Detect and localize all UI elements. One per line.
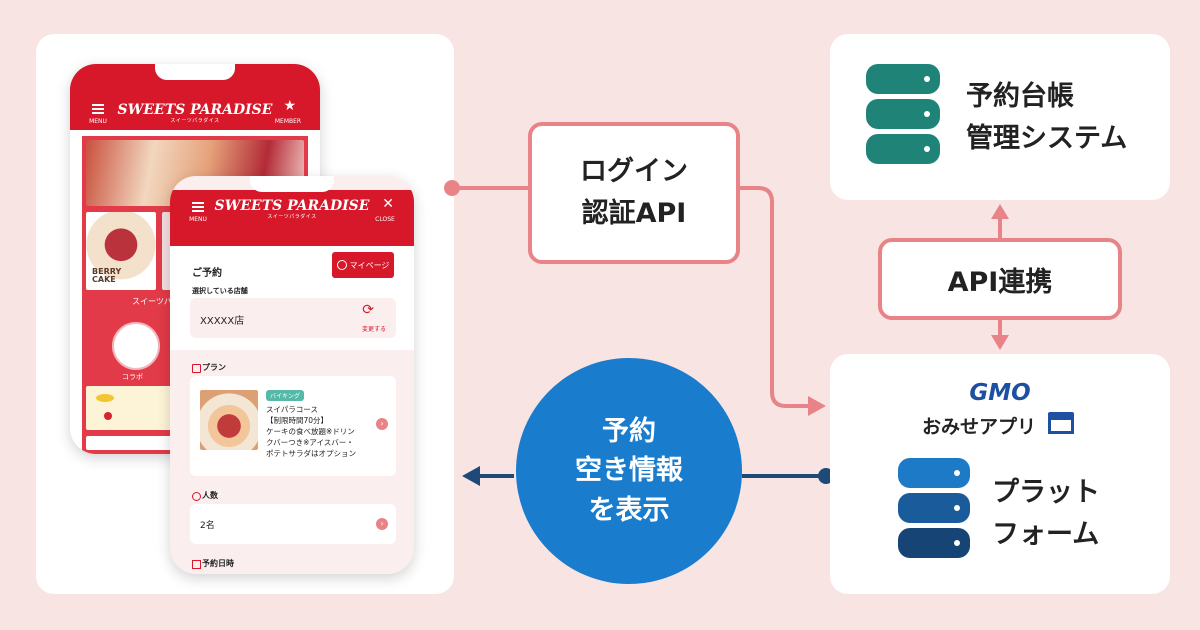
availability-line-1: 予約	[602, 416, 656, 448]
reservation-system-line-2: 管理システム	[966, 122, 1128, 154]
user-icon	[336, 260, 347, 270]
login-api-line-2: 認証API	[581, 198, 687, 229]
api-link-down-arrowhead	[991, 335, 1009, 350]
login-arrowhead	[808, 396, 826, 416]
front-app-header: MENU SWEETS PARADISE スイーツパラダイス ✕ CLOSE	[170, 190, 414, 246]
reservation-system-line-1: 予約台帳	[966, 81, 1074, 112]
back-member-label: MEMBER	[274, 118, 302, 125]
availability-circle: 予約 空き情報 を表示	[516, 358, 742, 584]
chevron-right-icon[interactable]: ›	[376, 518, 388, 530]
collab-icon[interactable]	[112, 322, 160, 370]
reservation-system-panel: 予約台帳 管理システム	[830, 34, 1170, 200]
menu-icon[interactable]	[92, 104, 104, 114]
photo-text-cake: CAKE	[92, 275, 116, 284]
shop-icon	[1048, 412, 1074, 434]
back-brand-logo: SWEETS PARADISE スイーツパラダイス	[117, 102, 273, 124]
platform-label: プラット フォーム	[992, 472, 1100, 556]
plan-line: ポテトサラダはオプション	[266, 449, 356, 458]
mypage-button[interactable]: マイページ	[332, 252, 394, 278]
plan-card[interactable]: バイキング スイパラコース 【制限時間70分】 ケーキの食べ放題※ドリン クバー…	[190, 376, 396, 476]
store-section-label: 選択している店舗	[192, 287, 248, 295]
plan-line: スイパラコース	[266, 405, 318, 414]
phone-notch	[250, 176, 334, 192]
back-menu-label: MENU	[89, 118, 107, 125]
login-api-line-1: ログイン	[580, 156, 688, 188]
reservation-form: ご予約 マイページ 選択している店舗 XXXXX店 ⟳ 変更する プラン バイキ…	[170, 246, 414, 574]
berry-cake-photo: BERRY CAKE	[86, 212, 156, 290]
platform-line-2: フォーム	[992, 518, 1100, 550]
front-close-label: CLOSE	[375, 216, 395, 223]
chevron-right-icon[interactable]: ›	[376, 418, 388, 430]
back-section-label: スイーツパ	[132, 297, 172, 306]
plan-icon	[192, 364, 201, 373]
plan-line: 【制限時間70分】	[266, 416, 329, 425]
change-store-link[interactable]: 変更する	[361, 326, 386, 333]
photo-text-berry: BERRY	[92, 267, 122, 276]
menu-icon[interactable]	[192, 202, 204, 212]
availability-arrowhead	[462, 466, 480, 486]
plan-description: スイパラコース 【制限時間70分】 ケーキの食べ放題※ドリン クバーつき※アイス…	[266, 404, 356, 459]
login-auth-api-box: ログイン 認証API	[528, 122, 740, 264]
refresh-icon[interactable]: ⟳	[362, 302, 374, 318]
store-name: XXXXX店	[200, 316, 245, 327]
people-card[interactable]: 2名 ›	[190, 504, 396, 544]
star-icon[interactable]: ★	[283, 98, 296, 114]
store-card[interactable]: XXXXX店 ⟳ 変更する	[190, 298, 396, 338]
banner-photo	[86, 386, 176, 430]
collab-label: コラボ	[122, 373, 143, 381]
people-icon	[192, 492, 201, 501]
front-brand-logo: SWEETS PARADISE スイーツパラダイス	[214, 198, 370, 220]
gmo-app-name: おみせアプリ	[922, 416, 1037, 438]
plan-photo	[200, 390, 258, 450]
availability-line-3: を表示	[588, 494, 670, 526]
plan-line: ケーキの食べ放題※ドリン	[266, 427, 355, 436]
database-icon	[866, 64, 940, 164]
small-banner	[86, 436, 176, 450]
database-icon	[898, 458, 970, 558]
api-link-label: API連携	[947, 266, 1053, 298]
reservation-system-label: 予約台帳 管理システム	[966, 76, 1127, 160]
plan-line: クバーつき※アイスバー・	[266, 438, 354, 447]
date-section-label: 予約日時	[202, 559, 234, 568]
phone-notch	[155, 64, 235, 80]
platform-panel: GMO おみせアプリ プラット フォーム	[830, 354, 1170, 594]
plan-badge: バイキング	[266, 390, 304, 401]
people-section-label: 人数	[202, 491, 218, 500]
reservation-title: ご予約	[192, 268, 222, 279]
front-phone: MENU SWEETS PARADISE スイーツパラダイス ✕ CLOSE ご…	[170, 176, 414, 574]
people-value: 2名	[200, 521, 215, 531]
front-menu-label: MENU	[189, 216, 207, 223]
platform-line-1: プラット	[992, 477, 1100, 508]
calendar-icon	[192, 560, 201, 569]
plan-section-label: プラン	[202, 363, 226, 372]
api-link-up-arrowhead	[991, 204, 1009, 219]
login-connector-right	[736, 186, 812, 408]
availability-line-2: 空き情報	[575, 455, 683, 487]
api-link-box: API連携	[878, 238, 1122, 320]
close-icon[interactable]: ✕	[382, 196, 394, 212]
gmo-logo: GMO	[969, 380, 1031, 406]
